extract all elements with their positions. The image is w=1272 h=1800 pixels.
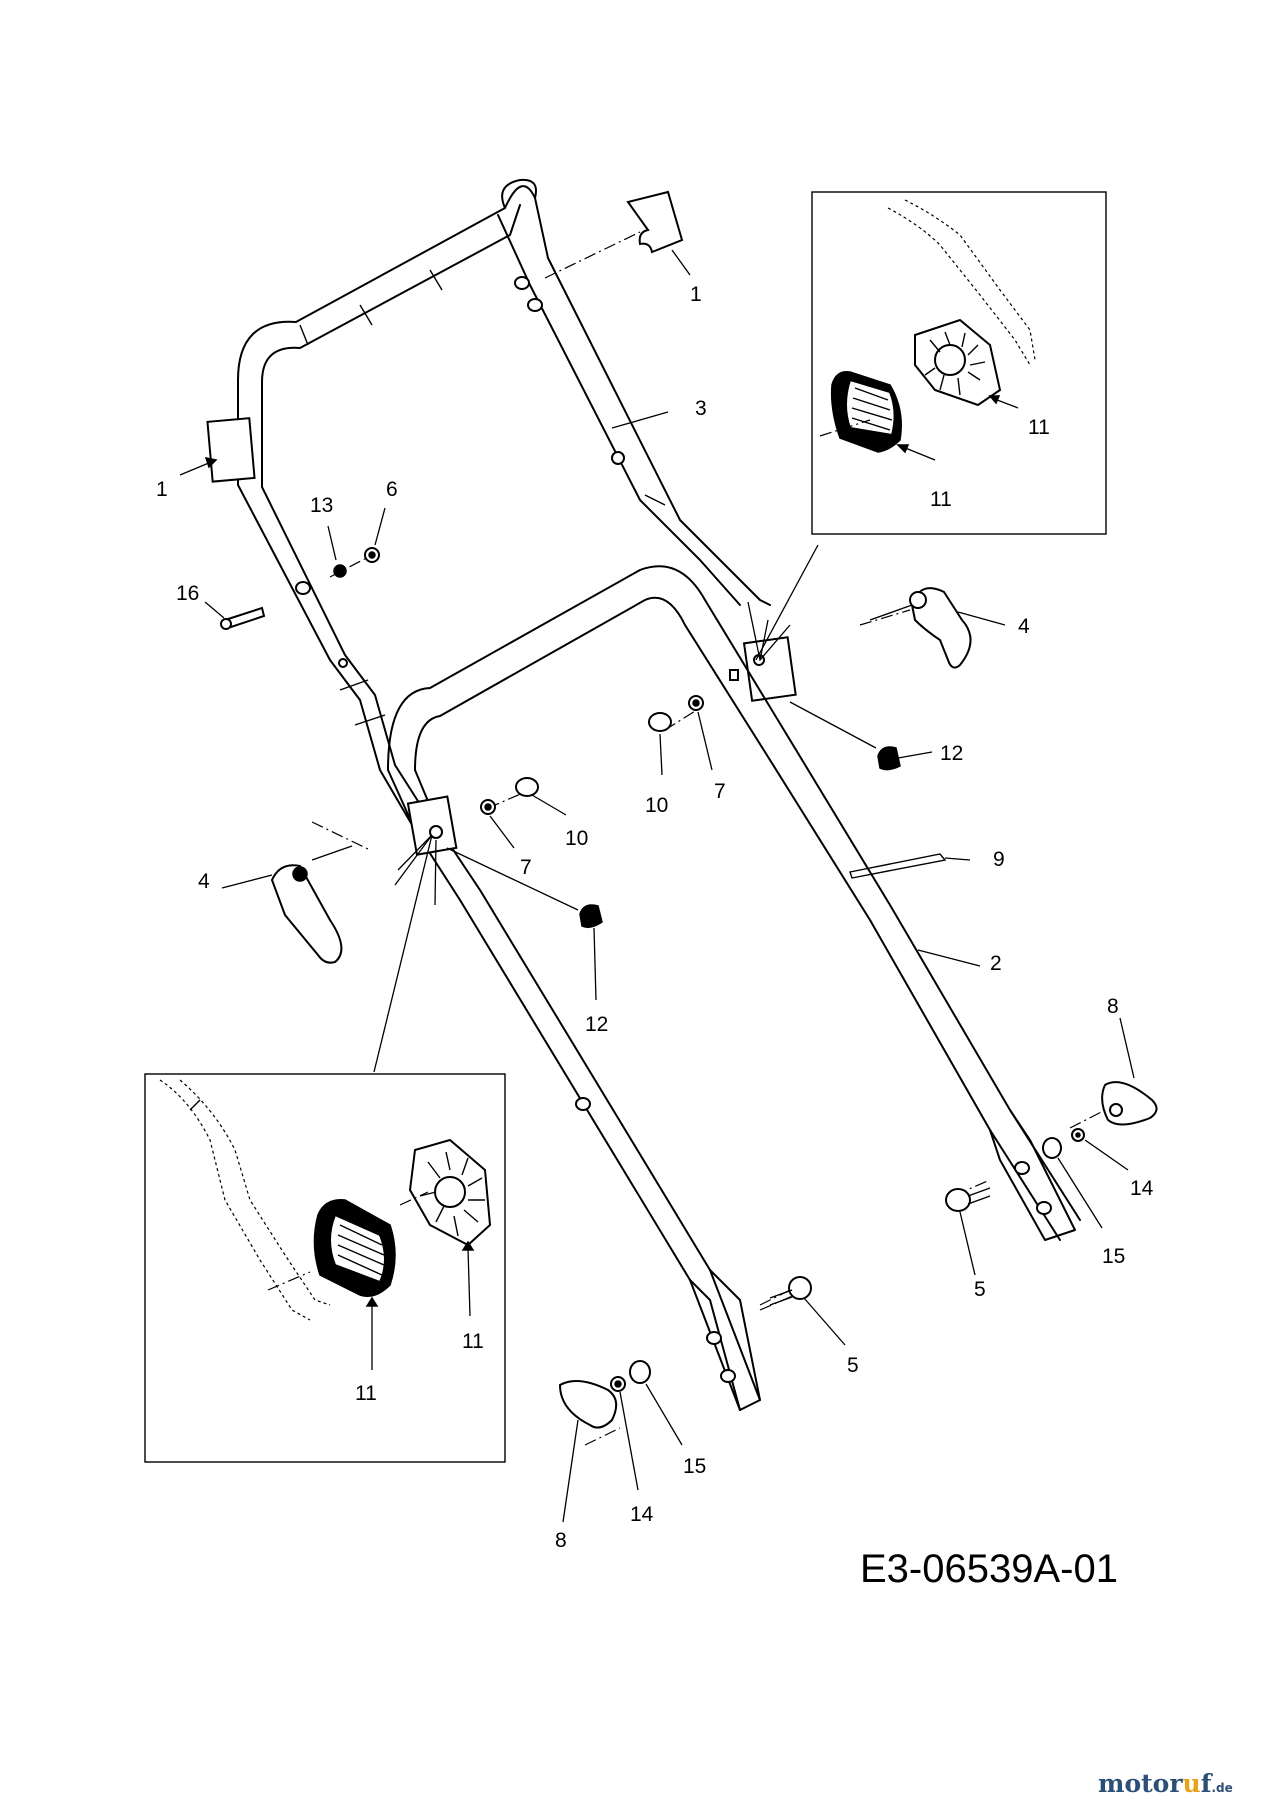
leader-lines	[179, 249, 1135, 1523]
washer-part-14-right	[1071, 1128, 1085, 1142]
tag-part-1	[626, 190, 684, 254]
washer-part-14-left	[610, 1376, 626, 1392]
brand-watermark: motoruf.de	[1098, 1769, 1233, 1798]
brand-tail: f	[1201, 1769, 1214, 1798]
brand-main: motor	[1098, 1769, 1183, 1798]
nut-part-7-right	[688, 695, 704, 711]
bolt-part-5-center	[769, 1276, 812, 1306]
callout-9: 9	[993, 848, 1005, 871]
callout-1-left: 1	[156, 478, 168, 501]
callout-3: 3	[695, 397, 707, 420]
callout-5-center: 5	[847, 1354, 859, 1377]
callout-7-left: 7	[520, 856, 532, 879]
knob-part-8-right	[1101, 1081, 1158, 1126]
nut-part-13	[333, 564, 347, 578]
callout-11-topinset-b: 11	[930, 488, 952, 511]
detail-inset-bottom	[144, 1073, 506, 1463]
upper-handle	[206, 178, 797, 831]
lever-part-4-right	[869, 587, 972, 669]
callout-6: 6	[386, 478, 398, 501]
spacer-part-10-right	[648, 712, 672, 732]
callout-13: 13	[310, 494, 333, 517]
callout-12-right: 12	[940, 742, 963, 765]
detail-inset-top	[811, 191, 1107, 535]
callout-8-left: 8	[555, 1529, 567, 1552]
callout-12-left: 12	[585, 1013, 608, 1036]
brand-suffix: .de	[1211, 1781, 1232, 1795]
callout-14-left: 14	[630, 1503, 654, 1526]
callout-11-topinset-a: 11	[1028, 416, 1050, 439]
callout-4-right: 4	[1018, 615, 1030, 638]
callout-1-top: 1	[690, 283, 702, 306]
callout-4-left: 4	[198, 870, 210, 893]
callout-16: 16	[176, 582, 199, 605]
insert-part-12-right	[877, 746, 901, 771]
callout-2: 2	[990, 952, 1002, 975]
callout-10-left: 10	[565, 827, 588, 850]
callout-10-right: 10	[645, 794, 668, 817]
svg-text:motoruf.de: motoruf.de	[1098, 1769, 1233, 1798]
drawing-number: E3-06539A-01	[860, 1547, 1118, 1591]
callout-11-botinset-b: 11	[355, 1382, 377, 1405]
callout-8-right: 8	[1107, 995, 1119, 1018]
callout-11-botinset-a: 11	[462, 1330, 484, 1353]
insert-part-12-left	[579, 904, 603, 929]
nut-part-7-left	[480, 799, 496, 815]
washer-part-15-left	[629, 1360, 651, 1384]
brand-accent: u	[1183, 1769, 1201, 1798]
washer-part-15-right	[1042, 1137, 1062, 1159]
bolt-part-5-right	[945, 1187, 991, 1212]
callout-7-right: 7	[714, 780, 726, 803]
callout-15-right: 15	[1102, 1245, 1125, 1268]
nut-part-6	[364, 547, 380, 563]
spacer-part-10-left	[515, 777, 539, 797]
callout-5-right: 5	[974, 1278, 986, 1301]
knob-part-8-left	[558, 1380, 618, 1429]
cable-tie-part-9	[849, 853, 947, 879]
callout-15-left: 15	[683, 1455, 706, 1478]
lever-part-4-left	[270, 845, 353, 964]
lower-handle	[387, 565, 1081, 1411]
pin-part-16	[220, 606, 266, 630]
callout-14-right: 14	[1130, 1177, 1154, 1200]
callout-labels: 1 1 3 13 6 16 4 12 10 7 9 10 7 4 12 2 8 …	[156, 283, 1154, 1552]
